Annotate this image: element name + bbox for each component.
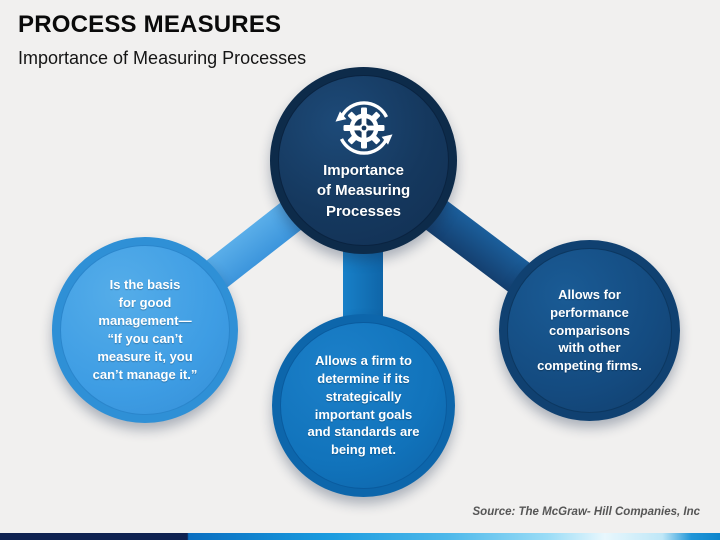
source-credit: Source: The McGraw- Hill Companies, Inc — [472, 506, 701, 518]
center-node-body: Importance of Measuring Processes — [278, 75, 449, 246]
node-right-body: Allows for performance comparisons with … — [507, 248, 672, 413]
node-left-circle: Is the basis for good management— “If yo… — [52, 237, 238, 423]
center-node-circle: Importance of Measuring Processes — [270, 67, 457, 254]
node-bottom-circle: Allows a firm to determine if its strate… — [272, 314, 455, 497]
bottom-accent-bar — [0, 533, 720, 540]
center-node-label: Importance of Measuring Processes — [316, 162, 411, 220]
slide-title: PROCESS MEASURES — [18, 11, 282, 38]
slide-subtitle: Importance of Measuring Processes — [18, 48, 307, 68]
node-bottom-body: Allows a firm to determine if its strate… — [280, 322, 447, 489]
node-left-text: Is the basis for good management— “If yo… — [92, 277, 198, 382]
node-bottom-text: Allows a firm to determine if its strate… — [307, 352, 420, 458]
node-right-text: Allows for performance comparisons with … — [537, 286, 642, 374]
node-left-body: Is the basis for good management— “If yo… — [60, 245, 230, 415]
node-right-circle: Allows for performance comparisons with … — [499, 240, 680, 421]
gear-sync-icon — [333, 99, 395, 157]
